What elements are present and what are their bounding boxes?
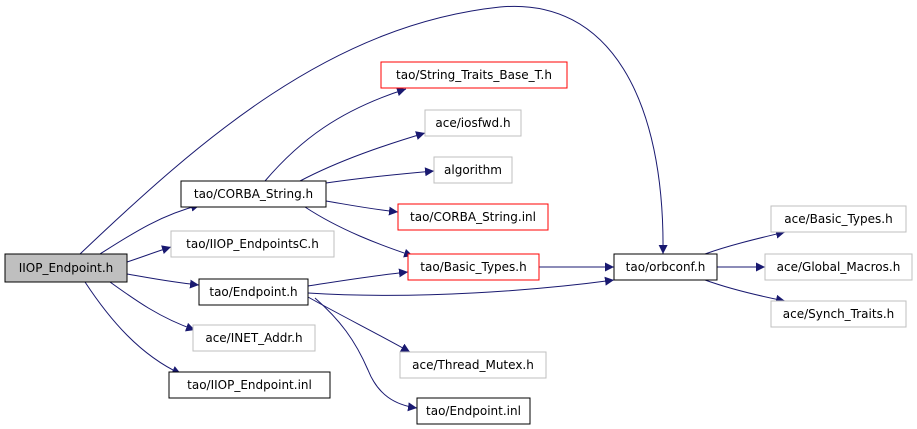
- node-iiop-endpoint-h[interactable]: IIOP_Endpoint.h: [4, 253, 128, 283]
- node-box: [192, 324, 316, 352]
- node-label: tao/CORBA_String.h: [194, 187, 313, 201]
- node-box: [424, 109, 522, 137]
- edge-iiop-endpoint-h-to-iiop-endpoint-inl: [84, 281, 182, 375]
- node-string-traits-h[interactable]: tao/String_Traits_Base_T.h: [380, 61, 568, 89]
- node-box: [380, 61, 568, 89]
- node-synch-traits-h: ace/Synch_Traits.h: [770, 300, 907, 328]
- node-label: tao/orbconf.h: [626, 260, 706, 274]
- node-label: tao/IIOP_Endpoint.inl: [187, 378, 312, 392]
- edge-iiop-endpoint-h-to-corba-string-h: [99, 202, 201, 255]
- node-label: tao/Basic_Types.h: [420, 260, 526, 274]
- node-iiop-endpoint-inl[interactable]: tao/IIOP_Endpoint.inl: [168, 371, 331, 399]
- edge-endpoint-h-to-basic-types-tao: [307, 268, 409, 287]
- node-box: [770, 205, 907, 233]
- node-label: tao/IIOP_EndpointsC.h: [186, 237, 319, 251]
- edge-corba-string-h-to-string-traits-h: [264, 87, 407, 182]
- edge-endpoint-h-to-orbconf-h: [307, 276, 615, 296]
- node-label: algorithm: [444, 163, 502, 177]
- edge-iiop-endpoint-h-to-inet-addr-h: [109, 281, 196, 332]
- edge-corba-string-h-to-iosfwd-h: [299, 131, 426, 182]
- node-box: [433, 156, 513, 184]
- node-basic-types-tao[interactable]: tao/Basic_Types.h: [407, 253, 540, 281]
- node-label: ace/Basic_Types.h: [784, 212, 892, 226]
- node-label: ace/Global_Macros.h: [777, 260, 901, 274]
- node-box: [416, 397, 531, 425]
- node-label: ace/Synch_Traits.h: [783, 307, 894, 321]
- node-box: [170, 230, 335, 258]
- node-box: [180, 180, 327, 208]
- node-label: ace/iosfwd.h: [435, 116, 510, 130]
- node-iosfwd-h: ace/iosfwd.h: [424, 109, 522, 137]
- node-endpoint-h[interactable]: tao/Endpoint.h: [198, 278, 309, 306]
- edge-endpoint-h-to-endpoint-inl: [314, 297, 418, 412]
- edge-iiop-endpoint-h-to-endpoint-h: [126, 273, 200, 289]
- node-label: tao/CORBA_String.inl: [410, 210, 536, 224]
- nodes-layer: IIOP_Endpoint.h tao/CORBA_String.h tao/IIO…: [4, 61, 913, 425]
- node-endpoint-inl[interactable]: tao/Endpoint.inl: [416, 397, 531, 425]
- node-box: [4, 253, 128, 283]
- edge-corba-string-h-to-algorithm: [325, 167, 435, 184]
- node-corba-string-h[interactable]: tao/CORBA_String.h: [180, 180, 327, 208]
- node-iiop-endpointsc-h: tao/IIOP_EndpointsC.h: [170, 230, 335, 258]
- node-orbconf-h[interactable]: tao/orbconf.h: [613, 253, 718, 281]
- edge-orbconf-h-to-basic-types-ace: [704, 229, 786, 255]
- edges-layer: [79, 5, 786, 412]
- node-box: [399, 351, 547, 379]
- node-label: tao/String_Traits_Base_T.h: [396, 68, 552, 82]
- node-box: [613, 253, 718, 281]
- edge-iiop-endpoint-h-to-orbconf-h: [79, 5, 668, 255]
- node-box: [397, 203, 549, 231]
- node-box: [198, 278, 309, 306]
- node-corba-string-inl[interactable]: tao/CORBA_String.inl: [397, 203, 549, 231]
- node-label: tao/Endpoint.h: [209, 285, 297, 299]
- node-algorithm: algorithm: [433, 156, 513, 184]
- node-thread-mutex-h: ace/Thread_Mutex.h: [399, 351, 547, 379]
- edge-iiop-endpoint-h-to-iiop-endpointsc-h: [126, 245, 172, 263]
- node-box: [770, 300, 907, 328]
- node-basic-types-ace: ace/Basic_Types.h: [770, 205, 907, 233]
- node-box: [764, 253, 913, 281]
- node-label: ace/INET_Addr.h: [205, 331, 302, 345]
- node-box: [407, 253, 540, 281]
- edge-endpoint-h-to-thread-mutex-h: [307, 296, 411, 353]
- node-box: [168, 371, 331, 399]
- node-global-macros-h: ace/Global_Macros.h: [764, 253, 913, 281]
- edge-corba-string-h-to-basic-types-tao: [304, 206, 414, 258]
- node-label: IIOP_Endpoint.h: [19, 261, 114, 275]
- edge-corba-string-h-to-corba-string-inl: [325, 200, 399, 216]
- node-inet-addr-h: ace/INET_Addr.h: [192, 324, 316, 352]
- node-label: tao/Endpoint.inl: [426, 404, 521, 418]
- node-label: ace/Thread_Mutex.h: [412, 358, 534, 372]
- edge-orbconf-h-to-synch-traits-h: [704, 279, 786, 304]
